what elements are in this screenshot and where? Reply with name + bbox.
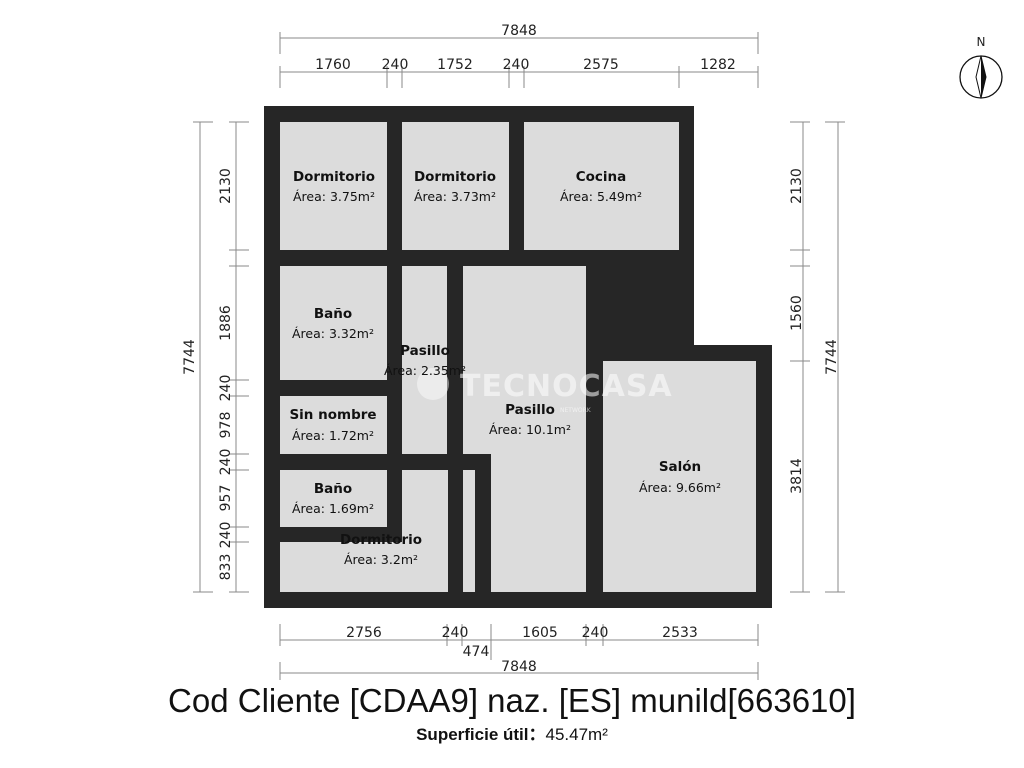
- dimension-left-segment: 978: [218, 412, 234, 439]
- room-area: Área: 9.66m²: [639, 480, 721, 495]
- north-arrow-icon: [959, 55, 1003, 99]
- room-area: Área: 1.72m²: [292, 428, 374, 443]
- dimension-top-segment: 240: [503, 57, 530, 73]
- dimension-left-segment: 1886: [218, 305, 234, 341]
- right-dimensions: 2130 1560 3814 7744: [789, 121, 845, 593]
- dimension-bottom-extra: 474: [463, 644, 490, 660]
- room-name: Pasillo: [505, 402, 555, 418]
- dimension-top-segment: 1282: [700, 57, 736, 73]
- dimension-left-segment: 2130: [218, 168, 234, 204]
- room-name: Dormitorio: [340, 532, 422, 548]
- dimension-bottom-segment: 2533: [662, 625, 698, 641]
- room-area: Área: 10.1m²: [489, 422, 571, 437]
- room-name: Pasillo: [400, 343, 450, 359]
- dimension-top-segment: 240: [382, 57, 409, 73]
- footer-surface: Superficie útil：45.47m²: [0, 720, 1024, 745]
- dimension-left-segment: 957: [218, 485, 234, 512]
- room-labels: Dormitorio Área: 3.75m² Dormitorio Área:…: [289, 169, 721, 567]
- dimension-left-segment: 240: [218, 375, 234, 402]
- dimension-top-segment: 1752: [437, 57, 473, 73]
- dimension-bottom-total: 7848: [501, 659, 537, 675]
- top-dimensions: 7848 1760 240 1752 240 2575 1282: [279, 23, 759, 88]
- room-name: Baño: [314, 481, 352, 497]
- room-name: Cocina: [576, 169, 627, 185]
- compass: N: [959, 35, 1003, 99]
- dimension-right-segment: 1560: [789, 295, 805, 331]
- dimension-left-total: 7744: [182, 339, 198, 375]
- dimension-left-segment: 240: [218, 449, 234, 476]
- dimension-top-total: 7848: [501, 23, 537, 39]
- dimension-top-segment: 2575: [583, 57, 619, 73]
- dimension-left-segment: 833: [218, 554, 234, 581]
- dimension-right-total: 7744: [824, 339, 840, 375]
- dimension-right-segment: 2130: [789, 168, 805, 204]
- dimension-left-segment: 240: [218, 522, 234, 549]
- room-name: Salón: [659, 459, 701, 475]
- room-area: Área: 1.69m²: [292, 501, 374, 516]
- room-floors: [280, 122, 756, 592]
- footer-title: Cod Cliente [CDAA9] naz. [ES] munild[663…: [168, 682, 856, 719]
- room-area: Área: 3.32m²: [292, 326, 374, 341]
- dimension-bottom-segment: 240: [582, 625, 609, 641]
- dimension-top-segment: 1760: [315, 57, 351, 73]
- dimension-bottom-segment: 2756: [346, 625, 382, 641]
- dimension-right-segment: 3814: [789, 458, 805, 494]
- room-area: Área: 3.2m²: [344, 552, 418, 567]
- compass-label: N: [977, 35, 986, 49]
- left-dimensions: 7744 2130 1886 240 978 240 957 240 833: [182, 121, 249, 593]
- room-name: Dormitorio: [293, 169, 375, 185]
- dimension-bottom-segment: 1605: [522, 625, 558, 641]
- room-name: Dormitorio: [414, 169, 496, 185]
- room-area: Área: 3.73m²: [414, 189, 496, 204]
- room-area: Área: 2.35m²: [384, 363, 466, 378]
- room-area: Área: 5.49m²: [560, 189, 642, 204]
- room-area: Área: 3.75m²: [293, 189, 375, 204]
- room-name: Baño: [314, 306, 352, 322]
- room-name: Sin nombre: [289, 407, 376, 423]
- surface-value: 45.47m²: [545, 725, 608, 744]
- bottom-dimensions: 2756 240 1605 240 2533 474 7848: [279, 624, 759, 680]
- surface-label: Superficie útil：: [416, 725, 546, 744]
- watermark-tagline: NETWORK: [560, 407, 592, 414]
- watermark-brand: TECNOCASA: [460, 369, 673, 404]
- dimension-bottom-segment: 240: [442, 625, 469, 641]
- watermark: TECNOCASA NETWORK: [417, 368, 673, 414]
